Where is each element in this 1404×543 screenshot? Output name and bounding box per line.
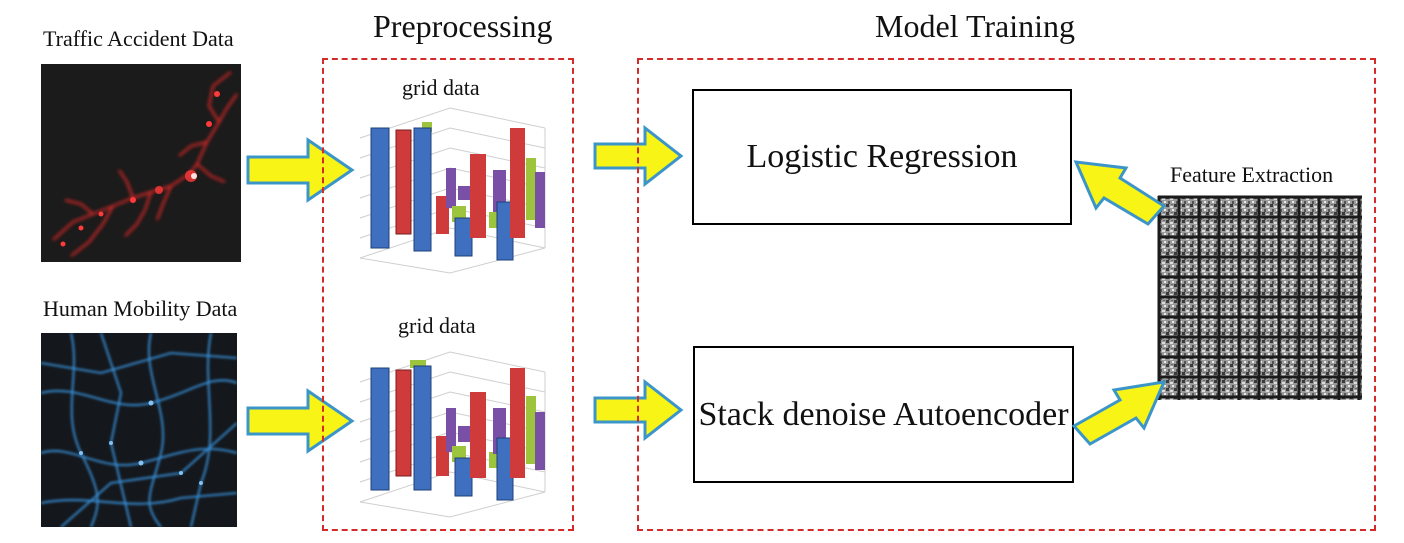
grid-data-bar-chart-bottom (359, 351, 546, 518)
arrow-up-right-icon (1071, 380, 1167, 446)
traffic-accident-map (41, 64, 241, 262)
autoencoder-box: Stack denoise Autoencoder (693, 346, 1074, 483)
traffic-accident-label: Traffic Accident Data (43, 26, 234, 51)
human-mobility-label: Human Mobility Data (43, 296, 238, 321)
arrow-right-icon (246, 137, 355, 203)
mobility-network-image (41, 333, 237, 527)
traffic-heat-image (41, 64, 241, 262)
preprocessing-box (322, 58, 574, 531)
logistic-regression-box: Logistic Regression (692, 89, 1072, 225)
grid-data-label-bottom: grid data (398, 313, 476, 338)
feature-filters-image (1157, 195, 1362, 400)
grid-data-label-top: grid data (402, 75, 480, 100)
arrow-right-icon (246, 388, 355, 454)
autoencoder-label: Stack denoise Autoencoder (698, 395, 1069, 433)
logistic-regression-label: Logistic Regression (746, 138, 1018, 175)
grid-data-bar-chart-top (359, 107, 546, 274)
model-training-title: Model Training (875, 8, 1076, 44)
human-mobility-map (41, 333, 237, 527)
preprocessing-title: Preprocessing (373, 8, 553, 44)
model-training-box (637, 58, 1376, 531)
arrow-up-left-icon (1073, 160, 1167, 226)
feature-extraction-label: Feature Extraction (1170, 162, 1334, 187)
